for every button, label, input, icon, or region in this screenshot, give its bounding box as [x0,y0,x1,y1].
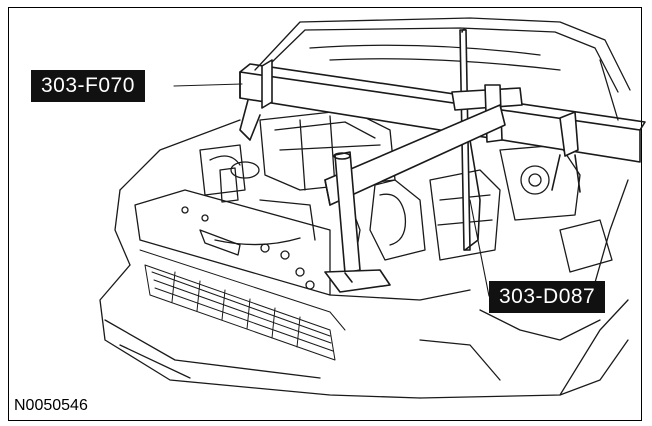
callout-303-d087: 303-D087 [489,281,606,313]
support-bar-303-f070 [239,59,646,193]
callout-303-f070: 303-F070 [31,70,145,102]
hood [254,17,631,121]
figure-id: N0050546 [14,397,88,414]
leader-lines [173,83,490,297]
engine [199,109,613,273]
grille [139,249,346,361]
leader-line-303-d087 [469,199,490,297]
vehicle-body [99,119,629,399]
leader-line-303-f070 [173,83,243,87]
engine-support-303-d087 [324,28,523,293]
